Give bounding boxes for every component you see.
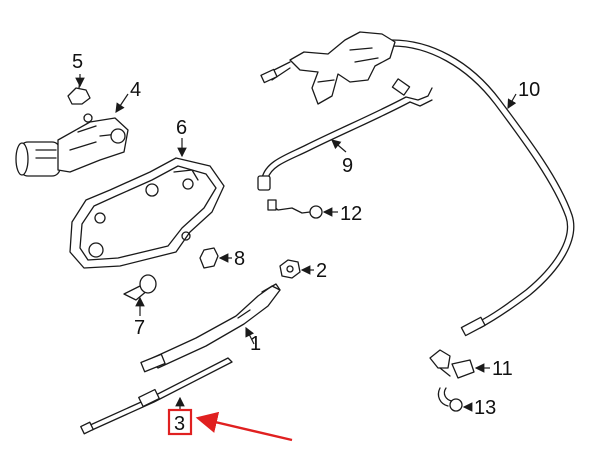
part-wiper-blade	[80, 357, 233, 435]
callout-2: 2	[316, 260, 327, 282]
part-nozzle-11	[429, 349, 475, 379]
part-wiper-motor	[15, 113, 129, 177]
callout-5: 5	[72, 51, 83, 73]
leader-9	[331, 139, 347, 153]
callout-9: 9	[342, 155, 353, 177]
callout-8: 8	[234, 248, 245, 270]
callout-6: 6	[176, 117, 187, 139]
part-cap-8	[199, 247, 219, 269]
part-bolt-7	[123, 274, 157, 301]
part-nut-2	[279, 259, 301, 279]
callout-4: 4	[130, 79, 141, 101]
callout-11: 11	[492, 358, 513, 380]
part-hose-bracket	[260, 31, 396, 105]
part-washer-hose	[391, 39, 575, 337]
part-wiper-arm	[140, 283, 281, 373]
callout-13: 13	[474, 397, 496, 419]
callout-3: 3	[174, 413, 185, 435]
part-cover-plate	[69, 157, 225, 269]
callout-10: 10	[518, 79, 540, 101]
red-arrow-icon	[195, 411, 293, 442]
part-elbow-13	[437, 387, 463, 412]
part-connector-12	[267, 199, 323, 219]
leader-1	[245, 326, 255, 345]
part-tube	[257, 78, 433, 191]
callout-12: 12	[340, 203, 362, 225]
callout-3-highlight-box	[167, 408, 193, 436]
callout-1: 1	[250, 333, 261, 355]
part-bolt-5	[67, 79, 91, 105]
leader-10	[507, 93, 517, 110]
leader-4	[115, 93, 129, 113]
callout-7: 7	[134, 317, 145, 339]
